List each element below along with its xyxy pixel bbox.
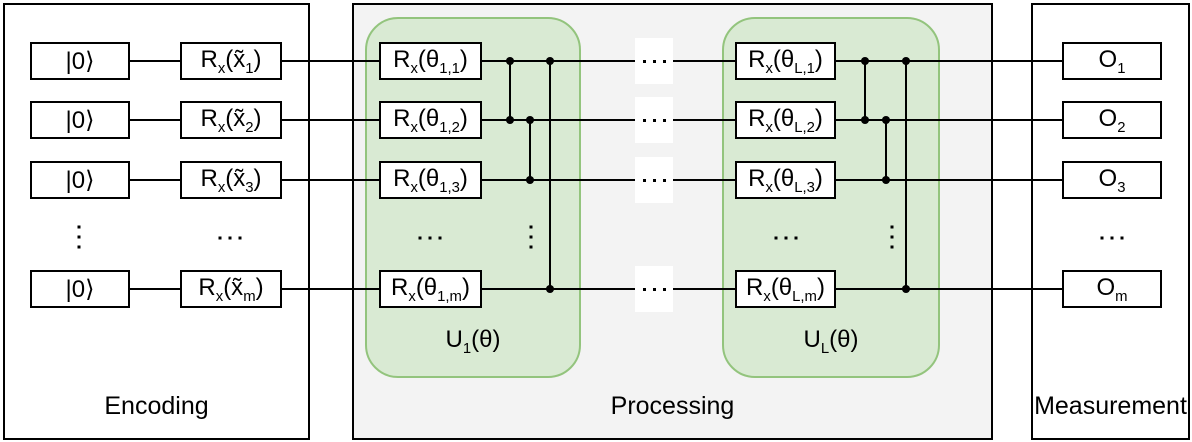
layer-gap-ellipsis-qm [635, 266, 673, 312]
ellipsis-icon [642, 178, 666, 182]
ket0-box-q2: |0⟩ [30, 101, 130, 139]
u1-gate-q1: Rx(θ1,1) [379, 42, 482, 80]
processing-label: Processing [610, 392, 735, 420]
uL-gate-q1: Rx(θL,1) [735, 42, 836, 80]
u1-gate-q2: Rx(θ1,2) [379, 101, 482, 139]
gate-label: Rx(θL,1) [748, 45, 823, 77]
more-gates-ellipsis-u1 [418, 236, 442, 240]
ket0-box-q3: |0⟩ [30, 161, 130, 199]
gate-label: Rx(θ1,2) [393, 104, 468, 136]
qubit-wire-3 [130, 179, 1062, 181]
observable-label: O3 [1098, 164, 1126, 196]
gate-label: Rx(x̃2) [200, 104, 262, 136]
more-observables-ellipsis [1100, 236, 1124, 240]
ket0-box-qm: |0⟩ [30, 270, 130, 308]
observable-label: O2 [1098, 104, 1126, 136]
ket0-label: |0⟩ [65, 47, 95, 75]
u1-gate-q3: Rx(θ1,3) [379, 161, 482, 199]
more-gates-ellipsis-uL [774, 236, 798, 240]
ket0-label: |0⟩ [65, 275, 95, 303]
gate-label: Rx(x̃1) [200, 45, 262, 77]
uL-connector-q1-qm [905, 61, 907, 289]
gate-label: Rx(θ1,m) [391, 273, 470, 305]
layer-uL-label: UL(θ) [803, 326, 859, 357]
qubit-wire-m [130, 288, 1062, 290]
gate-label: Rx(θL,m) [746, 273, 825, 305]
ket0-label: |0⟩ [65, 166, 95, 194]
ellipsis-icon [642, 59, 666, 63]
layer-gap-ellipsis-q3 [635, 157, 673, 203]
uL-connector-q2-q3 [885, 120, 887, 180]
observable-label: Om [1096, 273, 1128, 305]
gate-label: Rx(x̃3) [200, 164, 262, 196]
qubit-wire-1 [130, 60, 1062, 62]
u1-connector-q1-q2 [509, 61, 511, 120]
observable-box-q3: O3 [1062, 161, 1162, 199]
gate-label: Rx(θ1,1) [393, 45, 468, 77]
encoding-gate-q3: Rx(x̃3) [180, 161, 282, 199]
control-dot [526, 176, 534, 184]
more-gates-ellipsis-encoding [218, 236, 242, 240]
encoding-label: Encoding [104, 392, 209, 420]
gate-label: Rx(θL,3) [748, 164, 823, 196]
control-dot [861, 57, 869, 65]
control-dot [902, 285, 910, 293]
uL-gate-q3: Rx(θL,3) [735, 161, 836, 199]
encoding-gate-q1: Rx(x̃1) [180, 42, 282, 80]
qubit-wire-2 [130, 119, 1062, 121]
control-dot [902, 57, 910, 65]
gate-label: Rx(x̃m) [198, 273, 264, 305]
more-qubits-ellipsis-kets [77, 225, 81, 249]
more-connectors-ellipsis-uL [890, 225, 894, 249]
more-connectors-ellipsis-u1 [529, 225, 533, 249]
observable-label: O1 [1098, 45, 1126, 77]
observable-box-q2: O2 [1062, 101, 1162, 139]
encoding-gate-qm: Rx(x̃m) [180, 270, 282, 308]
ellipsis-icon [642, 118, 666, 122]
uL-gate-q2: Rx(θL,2) [735, 101, 836, 139]
uL-gate-qm: Rx(θL,m) [735, 270, 836, 308]
control-dot [506, 57, 514, 65]
layer-gap-ellipsis-q1 [635, 38, 673, 84]
control-dot [506, 116, 514, 124]
control-dot [546, 285, 554, 293]
control-dot [882, 116, 890, 124]
observable-box-q1: O1 [1062, 42, 1162, 80]
layer-u1-label: U1(θ) [445, 326, 501, 357]
observable-box-qm: Om [1062, 270, 1162, 308]
gate-label: Rx(θ1,3) [393, 164, 468, 196]
measurement-label: Measurement [1034, 392, 1187, 420]
encoding-gate-q2: Rx(x̃2) [180, 101, 282, 139]
ket0-label: |0⟩ [65, 106, 95, 134]
ket0-box-q1: |0⟩ [30, 42, 130, 80]
u1-connector-q2-q3 [529, 120, 531, 180]
control-dot [861, 116, 869, 124]
u1-gate-qm: Rx(θ1,m) [379, 270, 482, 308]
control-dot [882, 176, 890, 184]
gate-label: Rx(θL,2) [748, 104, 823, 136]
control-dot [526, 116, 534, 124]
u1-connector-q1-qm [549, 61, 551, 289]
ellipsis-icon [642, 287, 666, 291]
layer-gap-ellipsis-q2 [635, 97, 673, 143]
uL-connector-q1-q2 [864, 61, 866, 120]
control-dot [546, 57, 554, 65]
